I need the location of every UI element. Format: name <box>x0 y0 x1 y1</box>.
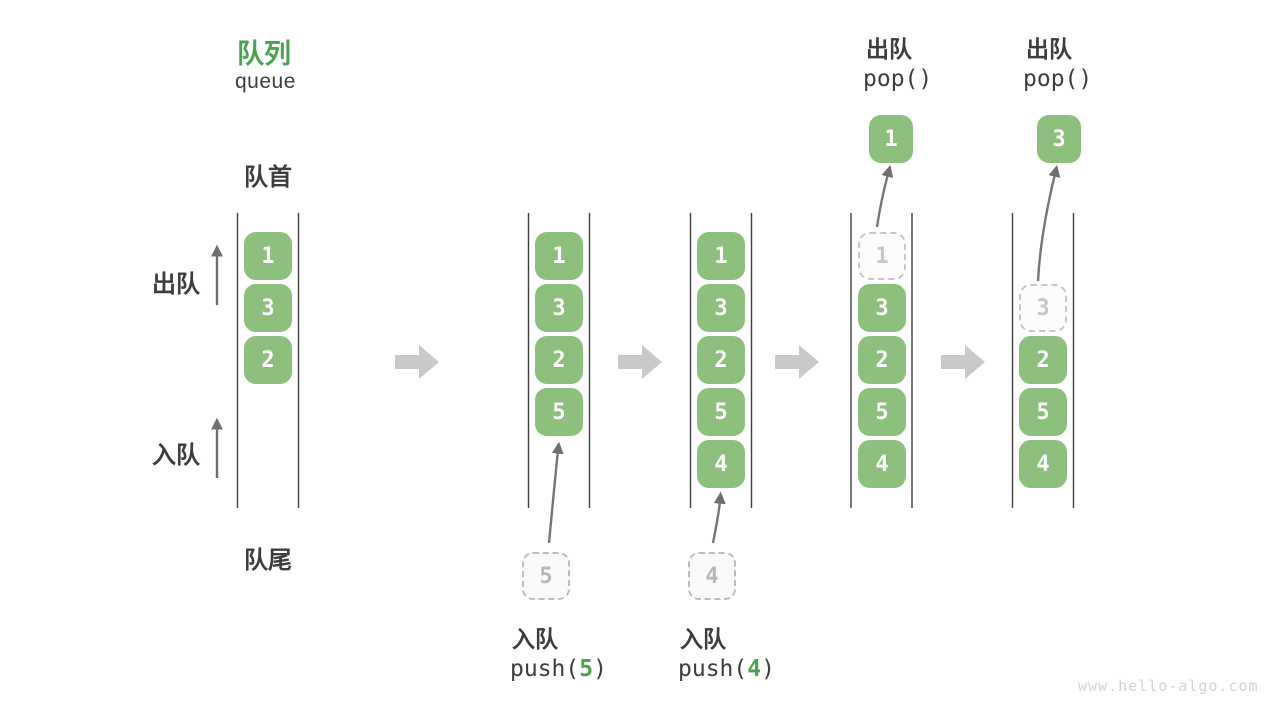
pending-element: 4 <box>688 552 736 600</box>
enqueue-op-label: 入队 <box>512 626 558 652</box>
dequeue-op-label: 出队 <box>1026 36 1072 62</box>
queue-element: 1 <box>535 232 583 280</box>
queue-element: 2 <box>535 336 583 384</box>
queue-element: 5 <box>858 388 906 436</box>
pop-3-arrow <box>1036 164 1061 282</box>
queue-element: 2 <box>858 336 906 384</box>
pop-code: pop() <box>1023 66 1093 92</box>
push-5-arrow <box>547 441 564 544</box>
queue-channel-walls <box>236 213 1075 508</box>
queue-front-label: 队首 <box>244 164 292 191</box>
right-block-arrow-icon <box>395 345 439 379</box>
push-5-code: push(5) <box>510 656 607 682</box>
site-watermark: www.hello-algo.com <box>1078 677 1259 695</box>
queue-element: 5 <box>1019 388 1067 436</box>
enqueue-op-label: 入队 <box>680 626 726 652</box>
popped-element: 3 <box>1037 115 1081 163</box>
pending-element: 5 <box>522 552 570 600</box>
ghost-element: 1 <box>858 232 906 280</box>
right-block-arrow-icon <box>941 345 985 379</box>
pop-1-arrow <box>875 164 894 228</box>
popped-element: 1 <box>869 115 913 163</box>
diagram-title-en: queue <box>235 70 296 93</box>
right-block-arrow-icon <box>775 345 819 379</box>
enqueue-side-label: 入队 <box>152 442 200 469</box>
queue-element: 1 <box>244 232 292 280</box>
dequeue-op-label: 出队 <box>866 36 912 62</box>
queue-element: 3 <box>535 284 583 332</box>
diagram-title-zh: 队列 <box>237 39 291 69</box>
queue-element: 4 <box>697 440 745 488</box>
queue-element: 2 <box>697 336 745 384</box>
queue-element: 1 <box>697 232 745 280</box>
push-4-arrow <box>711 491 726 544</box>
queue-element: 3 <box>697 284 745 332</box>
queue-element: 4 <box>1019 440 1067 488</box>
ghost-element: 3 <box>1019 284 1067 332</box>
queue-element: 2 <box>1019 336 1067 384</box>
queue-element: 2 <box>244 336 292 384</box>
queue-element: 5 <box>535 388 583 436</box>
queue-element: 3 <box>858 284 906 332</box>
queue-element: 4 <box>858 440 906 488</box>
queue-rear-label: 队尾 <box>244 547 292 574</box>
right-block-arrow-icon <box>618 345 662 379</box>
dequeue-side-label: 出队 <box>152 271 200 298</box>
pop-code: pop() <box>863 66 933 92</box>
push-4-code: push(4) <box>678 656 775 682</box>
queue-element: 5 <box>697 388 745 436</box>
queue-element: 3 <box>244 284 292 332</box>
